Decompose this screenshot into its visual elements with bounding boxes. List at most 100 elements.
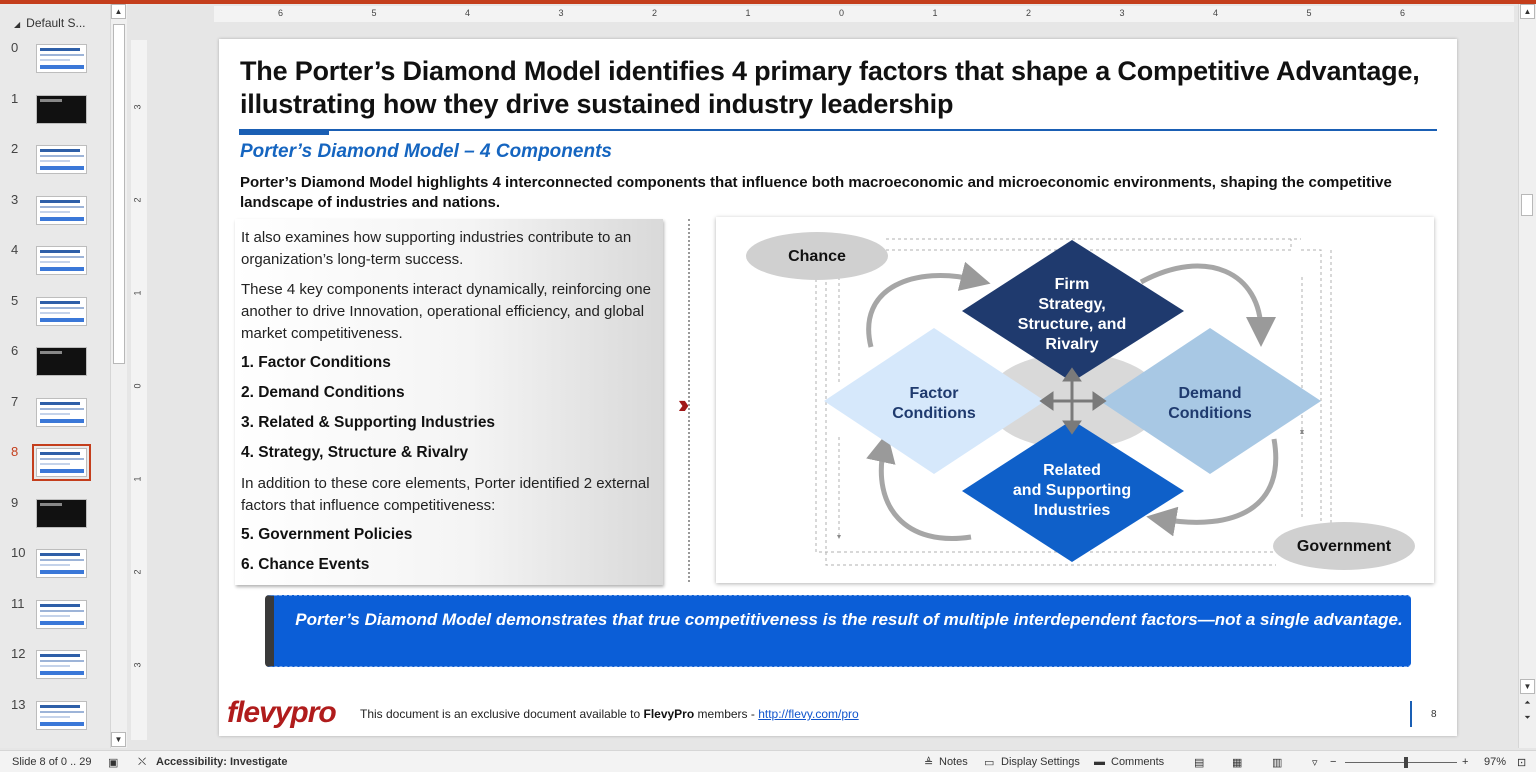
thumbnail-preview[interactable] — [36, 498, 87, 528]
thumbnail-preview[interactable] — [36, 700, 87, 730]
thumbnail-preview[interactable] — [36, 145, 87, 174]
accessibility-status[interactable]: Accessibility: Investigate — [156, 756, 288, 768]
footer-divider — [1410, 701, 1412, 727]
section-header[interactable]: ◢Default S... — [14, 16, 86, 30]
slide-thumbnail[interactable]: 8 — [0, 444, 110, 494]
slide-thumbnail[interactable]: 7 — [0, 394, 110, 444]
display-settings-icon[interactable]: ▭ — [984, 757, 995, 769]
thumbnail-line — [40, 351, 62, 354]
thumbnail-preview[interactable] — [36, 246, 87, 275]
thumbnail-line — [40, 155, 84, 157]
accessibility-icon[interactable]: ⛌ — [138, 756, 147, 768]
thumbnail-preview[interactable] — [36, 347, 87, 376]
ruler-tick-label: 1 — [132, 476, 143, 482]
thumbnail-preview[interactable] — [36, 44, 87, 73]
paragraph-3: In addition to these core elements, Port… — [241, 475, 650, 514]
thumbnail-line — [40, 149, 80, 152]
conclusion-banner[interactable]: Porter’s Diamond Model demonstrates that… — [265, 595, 1411, 667]
thumbnail-preview[interactable] — [36, 650, 87, 679]
spellcheck-icon[interactable]: ▣ — [108, 757, 119, 769]
thumbnail-line — [40, 418, 84, 423]
title-underline-accent — [239, 129, 329, 135]
slide-thumbnail[interactable]: 0 — [0, 40, 110, 90]
scroll-up-icon[interactable]: ▲ — [1520, 4, 1535, 19]
thumbnail-preview[interactable] — [36, 296, 87, 326]
slide-canvas[interactable]: The Porter’s Diamond Model identifies 4 … — [219, 39, 1457, 736]
thumbnail-line — [40, 306, 84, 309]
demand-label-line: Demand — [1178, 385, 1241, 402]
normal-view-icon[interactable]: ▤ — [1194, 757, 1205, 769]
display-settings-button[interactable]: Display Settings — [1001, 756, 1080, 768]
collapse-triangle-icon[interactable]: ◢ — [14, 20, 21, 29]
thumbnail-number: 2 — [11, 141, 19, 156]
thumbnail-line — [40, 654, 80, 657]
next-slide-icon[interactable]: ⏷ — [1524, 713, 1531, 722]
slide-thumbnail[interactable]: 3 — [0, 192, 110, 242]
slide-thumbnail[interactable]: 9 — [0, 495, 110, 545]
slide-sorter-icon[interactable]: ▦ — [1232, 757, 1243, 769]
slide-thumbnail[interactable]: 11 — [0, 596, 110, 646]
comments-icon[interactable]: ▬ — [1094, 756, 1105, 768]
thumbnail-line — [40, 469, 84, 473]
footer-link[interactable]: http://flevy.com/pro — [758, 707, 859, 721]
slideshow-icon[interactable]: ▿ — [1312, 757, 1318, 769]
zoom-slider[interactable] — [1345, 762, 1457, 763]
thumbnail-preview[interactable] — [36, 195, 87, 225]
slide-thumbnail[interactable]: 10 — [0, 545, 110, 595]
slide-thumbnail[interactable]: 1 — [0, 91, 110, 141]
title-bar-accent — [0, 0, 1536, 4]
thumbnail-line — [40, 250, 80, 253]
thumbnail-line — [40, 401, 80, 405]
scroll-up-icon[interactable]: ▲ — [111, 4, 126, 19]
notes-icon[interactable]: ≜ — [924, 757, 934, 769]
thumbnail-number: 10 — [11, 545, 26, 560]
thumbnail-line — [40, 205, 84, 208]
slide-thumbnail[interactable]: 5 — [0, 293, 110, 343]
ruler-tick-label: 2 — [1026, 8, 1032, 18]
chance-label: Chance — [788, 248, 846, 265]
zoom-slider-handle[interactable] — [1404, 757, 1408, 768]
thumbnail-preview[interactable] — [36, 397, 87, 427]
thumbnail-line — [40, 59, 70, 61]
thumbnail-preview[interactable] — [36, 599, 87, 629]
slide-title[interactable]: The Porter’s Diamond Model identifies 4 … — [240, 56, 1420, 119]
ruler-tick-label: 1 — [745, 8, 751, 18]
zoom-in-icon[interactable]: + — [1462, 756, 1469, 768]
scroll-down-icon[interactable]: ▼ — [111, 732, 126, 747]
thumbnail-number: 4 — [11, 242, 19, 257]
slide-thumbnail[interactable]: 4 — [0, 242, 110, 292]
thumbnail-line — [40, 609, 84, 612]
slide-subtitle[interactable]: Porter’s Diamond Model – 4 Components — [240, 141, 612, 162]
porter-diamond-diagram[interactable]: Chance Government Firm Strategy, Structu… — [716, 217, 1434, 583]
thumbnail-preview[interactable] — [32, 444, 91, 481]
slide-thumbnail[interactable]: 13 — [0, 697, 110, 747]
thumbnail-preview[interactable] — [36, 549, 87, 578]
slide-counter: Slide 8 of 0 .. 29 — [12, 756, 92, 768]
zoom-out-icon[interactable]: − — [1330, 756, 1337, 768]
reading-view-icon[interactable]: ▥ — [1272, 757, 1283, 769]
footer-mid: members - — [694, 707, 759, 721]
slide-thumbnail[interactable]: 12 — [0, 646, 110, 696]
scrollbar-thumb[interactable] — [113, 24, 125, 364]
previous-slide-icon[interactable]: ⏶ — [1524, 698, 1531, 707]
thumbnail-line — [40, 311, 70, 314]
thumbnail-line — [40, 166, 84, 170]
related-label-line: Related — [1043, 462, 1101, 479]
scrollbar-thumb[interactable] — [1521, 194, 1533, 216]
thumbnail-line — [40, 317, 84, 322]
thumbnail-scrollbar[interactable]: ▲ ▼ — [110, 4, 127, 748]
slide-thumbnail[interactable]: 2 — [0, 141, 110, 191]
comments-button[interactable]: Comments — [1111, 756, 1165, 768]
slide-scrollbar[interactable]: ▲ ▼ ⏶ ⏷ — [1518, 4, 1536, 748]
lead-paragraph[interactable]: Porter’s Diamond Model highlights 4 inte… — [240, 174, 1392, 211]
slide-thumbnail[interactable]: 6 — [0, 343, 110, 393]
thumbnail-line — [40, 660, 84, 662]
list-item: 6. Chance Events — [241, 556, 370, 573]
fit-to-window-icon[interactable]: ⊡ — [1517, 757, 1527, 769]
notes-button[interactable]: Notes — [939, 756, 968, 768]
text-panel[interactable]: It also examines how supporting industri… — [235, 219, 663, 585]
scroll-down-icon[interactable]: ▼ — [1520, 679, 1535, 694]
thumbnail-preview[interactable] — [36, 94, 87, 124]
zoom-level[interactable]: 97% — [1484, 756, 1507, 768]
